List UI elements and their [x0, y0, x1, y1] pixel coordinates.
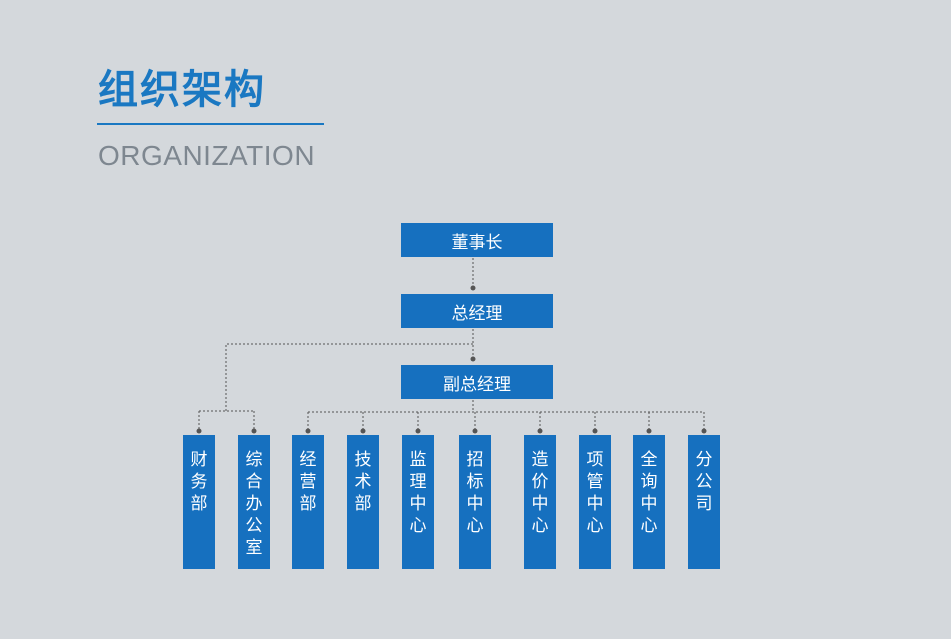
- node-dept-finance: 财务部: [183, 435, 215, 569]
- dept-label: 技术部: [354, 450, 372, 514]
- node-dept-business: 经营部: [292, 435, 324, 569]
- node-dept-general-office: 综合办公室: [238, 435, 270, 569]
- node-deputy-general-manager-label: 副总经理: [443, 374, 511, 395]
- dept-label: 造价中心: [531, 450, 549, 536]
- connector-drops: [198, 411, 705, 430]
- page-subtitle: ORGANIZATION: [98, 140, 316, 171]
- dept-label: 经营部: [299, 450, 317, 514]
- node-chairman: 董事长: [401, 223, 553, 257]
- title-underline: [97, 123, 324, 125]
- node-dept-technical: 技术部: [347, 435, 379, 569]
- dept-label: 招标中心: [466, 450, 484, 536]
- dept-label: 全询中心: [640, 450, 658, 536]
- node-dept-bidding-center: 招标中心: [459, 435, 491, 569]
- dept-label: 项管中心: [586, 450, 604, 536]
- node-general-manager-label: 总经理: [451, 303, 503, 324]
- dept-label: 综合办公室: [245, 450, 263, 558]
- node-dept-supervision-center: 监理中心: [402, 435, 434, 569]
- node-dept-cost-center: 造价中心: [524, 435, 556, 569]
- node-dept-consulting-center: 全询中心: [633, 435, 665, 569]
- node-general-manager: 总经理: [401, 294, 553, 328]
- node-chairman-label: 董事长: [451, 232, 503, 253]
- dept-label: 监理中心: [409, 450, 427, 536]
- connector-dots: [196, 285, 707, 434]
- dept-label: 分公司: [695, 450, 713, 514]
- dept-label: 财务部: [190, 450, 208, 514]
- node-deputy-general-manager: 副总经理: [401, 365, 553, 399]
- page-title: 组织架构: [98, 67, 266, 113]
- node-dept-project-management-center: 项管中心: [579, 435, 611, 569]
- node-dept-branch-office: 分公司: [688, 435, 720, 569]
